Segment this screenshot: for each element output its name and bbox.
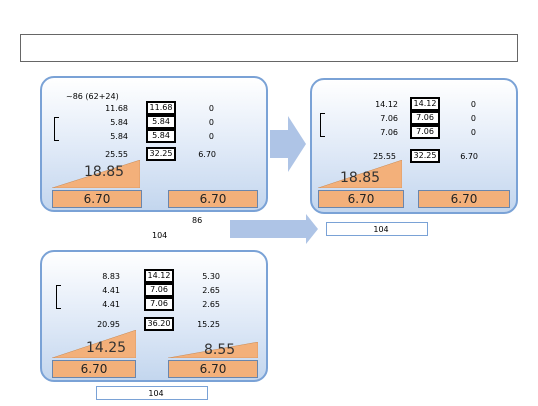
tr-row-employer-a: 7.06 — [380, 128, 398, 137]
bt-row-self-box: 7.06 — [144, 283, 174, 297]
bt-row-self-d: 2.65 — [202, 286, 220, 295]
tl-row-self-a: 5.84 — [110, 118, 128, 127]
bt-triangle-d — [168, 342, 258, 358]
tr-triangle — [318, 160, 402, 188]
bt-bracket — [56, 285, 61, 309]
bt-triangle-d-value: 8.55 — [204, 342, 236, 358]
mid-right-label: 104 — [326, 222, 428, 236]
tr-bar-b: 6.70 — [418, 190, 510, 208]
arrow-top-body — [270, 130, 288, 158]
mid-left-label: 86 104 — [114, 214, 224, 244]
bt-row-pension-d: 15.25 — [197, 320, 220, 329]
tr-triangle-value: 18.85 — [340, 170, 381, 186]
bt-bar-c: 6.70 — [52, 360, 136, 378]
arrow-top-head-icon — [288, 116, 306, 172]
tr-row-self-a: 7.06 — [380, 114, 398, 123]
tl-triangle — [52, 160, 140, 188]
intro-note — [20, 34, 518, 62]
tr-row-premium-a: 14.12 — [375, 100, 398, 109]
bt-row-self-c: 4.41 — [102, 286, 120, 295]
tl-triangle-value: 18.85 — [84, 164, 125, 180]
tr-row-self-box: 7.06 — [410, 111, 440, 125]
mid-left-sub: 104 — [152, 231, 168, 240]
tr-row-self-b: 0 — [470, 114, 476, 123]
tl-row-premium-b: 0 — [208, 104, 214, 113]
mid-right-value: 104 — [373, 225, 389, 234]
bt-row-premium-c: 8.83 — [102, 272, 120, 281]
tl-row-employer-b: 0 — [208, 132, 214, 141]
tl-row-pension-box: 32.25 — [146, 147, 176, 161]
tl-bar-b: 6.70 — [168, 190, 258, 208]
tl-row-premium-box: 11.68 — [146, 101, 176, 115]
bt-bar-d: 6.70 — [168, 360, 258, 378]
bt-triangle-c-value: 14.25 — [86, 340, 127, 356]
mid-left-value: 86 — [192, 216, 203, 225]
tl-row-premium-a: 11.68 — [105, 104, 128, 113]
tr-row-pension-b: 6.70 — [460, 152, 478, 161]
bt-row-employer-box: 7.06 — [144, 297, 174, 311]
arrow-mid-body — [230, 220, 306, 238]
tl-bracket — [54, 117, 59, 141]
bt-row-pension-c: 20.95 — [97, 320, 120, 329]
tr-row-pension-box: 32.25 — [410, 149, 440, 163]
page-title — [8, 4, 388, 34]
arrow-mid-head-icon — [306, 214, 318, 244]
tl-bar-a: 6.70 — [52, 190, 142, 208]
tl-row-self-b: 0 — [208, 118, 214, 127]
tl-row-employer-box: 5.84 — [146, 129, 176, 143]
tr-bracket — [320, 113, 325, 137]
tr-row-employer-box: 7.06 — [410, 125, 440, 139]
bt-row-employer-d: 2.65 — [202, 300, 220, 309]
tl-row-self-box: 5.84 — [146, 115, 176, 129]
tr-row-premium-b: 0 — [470, 100, 476, 109]
panel-current-single — [40, 76, 268, 212]
bottom-footer-label: 104 — [96, 386, 208, 400]
bt-triangle-c — [52, 330, 136, 358]
notes-panel — [304, 244, 524, 402]
bottom-footer-value: 104 — [148, 389, 164, 398]
tr-row-premium-box: 14.12 — [410, 97, 440, 111]
bt-row-pension-box: 36.20 — [144, 317, 174, 331]
tl-a-sub: ~86 (62+24) — [66, 92, 119, 101]
tl-row-employer-a: 5.84 — [110, 132, 128, 141]
bt-row-premium-box: 14.12 — [144, 269, 174, 283]
tr-row-employer-b: 0 — [470, 128, 476, 137]
tl-row-pension-a: 25.55 — [105, 150, 128, 159]
bt-row-premium-d: 5.30 — [202, 272, 220, 281]
bt-row-employer-c: 4.41 — [102, 300, 120, 309]
tl-row-pension-b: 6.70 — [198, 150, 216, 159]
tr-row-pension-a: 25.55 — [373, 152, 396, 161]
tr-bar-a: 6.70 — [318, 190, 404, 208]
